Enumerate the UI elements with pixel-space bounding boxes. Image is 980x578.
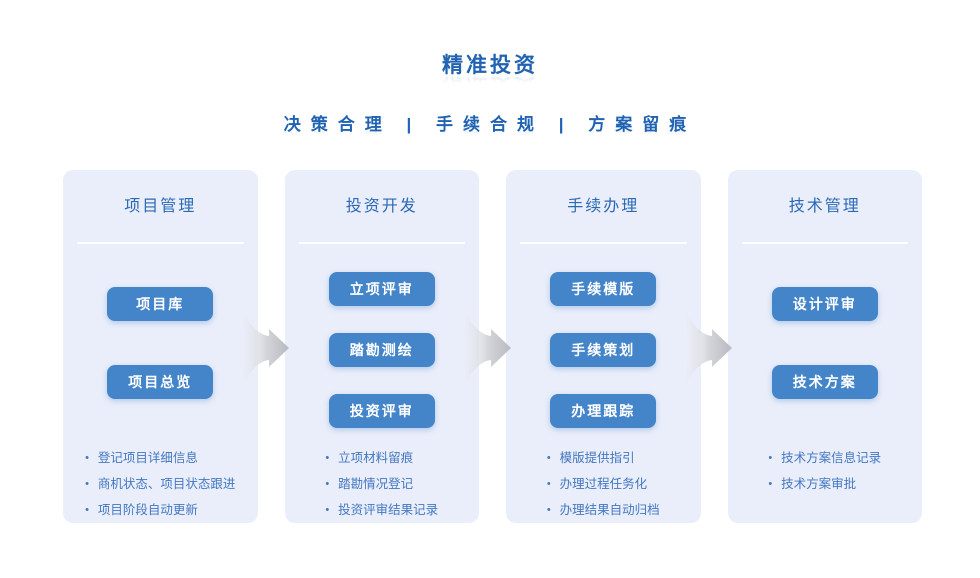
design-review-button[interactable]: 设计评审 — [771, 287, 878, 321]
column-technical-management: 技术管理 设计评审 技术方案 技术方案信息记录 技术方案审批 — [727, 170, 923, 523]
divider — [741, 242, 908, 244]
feature-bullets: 立项材料留痕 踏勘情况登记 投资评审结果记录 — [285, 446, 480, 524]
feature-bullets: 登记项目详细信息 商机状态、项目状态跟进 项目阶段自动更新 — [63, 446, 258, 524]
project-library-button[interactable]: 项目库 — [107, 287, 214, 321]
feature-bullet: 登记项目详细信息 — [85, 446, 235, 472]
button-group: 手续模版 手续策划 办理跟踪 — [506, 244, 701, 428]
handling-tracking-button[interactable]: 办理跟踪 — [550, 394, 657, 428]
process-columns: 项目管理 项目库 项目总览 登记项目详细信息 商机状态、项目状态跟进 项目阶段自… — [63, 170, 922, 523]
button-group: 设计评审 技术方案 — [728, 244, 923, 399]
button-group: 项目库 项目总览 — [63, 244, 258, 399]
button-group: 立项评审 踏勘测绘 投资评审 — [285, 244, 480, 428]
card-title: 技术管理 — [788, 198, 861, 215]
feature-bullet: 商机状态、项目状态跟进 — [85, 472, 236, 498]
column-procedure-handling: 手续办理 手续模版 手续策划 办理跟踪 模版提供指引 办理过程任务化 办理结果自… — [506, 170, 701, 523]
divider — [298, 242, 465, 244]
feature-bullet: 模版提供指引 — [547, 446, 660, 472]
divider — [520, 242, 687, 244]
feature-bullet: 办理过程任务化 — [547, 472, 660, 498]
column-project-management: 项目管理 项目库 项目总览 登记项目详细信息 商机状态、项目状态跟进 项目阶段自… — [63, 170, 258, 523]
page-title: 精准投资 — [442, 54, 538, 77]
card-title: 项目管理 — [124, 198, 197, 215]
feature-bullet: 踏勘情况登记 — [325, 472, 438, 498]
project-approval-review-button[interactable]: 立项评审 — [328, 272, 435, 306]
investment-review-button[interactable]: 投资评审 — [328, 394, 435, 428]
feature-bullet: 投资评审结果记录 — [325, 498, 438, 524]
feature-bullets: 技术方案信息记录 技术方案审批 — [728, 446, 923, 498]
card-title: 手续办理 — [567, 198, 640, 215]
column-investment-development: 投资开发 立项评审 踏勘测绘 投资评审 立项材料留痕 踏勘情况登记 投资评审结果… — [284, 170, 480, 524]
feature-bullet: 立项材料留痕 — [325, 446, 438, 472]
feature-bullets: 模版提供指引 办理过程任务化 办理结果自动归档 — [506, 446, 701, 524]
procedure-planning-button[interactable]: 手续策划 — [550, 333, 657, 367]
project-overview-button[interactable]: 项目总览 — [107, 365, 214, 399]
page-subtitle: 决策合理 | 手续合规 | 方案留痕 — [283, 115, 697, 134]
feature-bullet: 办理结果自动归档 — [547, 498, 660, 524]
card-title: 投资开发 — [345, 198, 418, 215]
divider — [77, 242, 244, 244]
feature-bullet: 项目阶段自动更新 — [85, 498, 235, 524]
procedure-template-button[interactable]: 手续模版 — [550, 272, 657, 306]
feature-bullet: 技术方案审批 — [768, 472, 881, 498]
survey-mapping-button[interactable]: 踏勘测绘 — [328, 333, 435, 367]
technical-plan-button[interactable]: 技术方案 — [771, 365, 878, 399]
feature-bullet: 技术方案信息记录 — [768, 446, 881, 472]
